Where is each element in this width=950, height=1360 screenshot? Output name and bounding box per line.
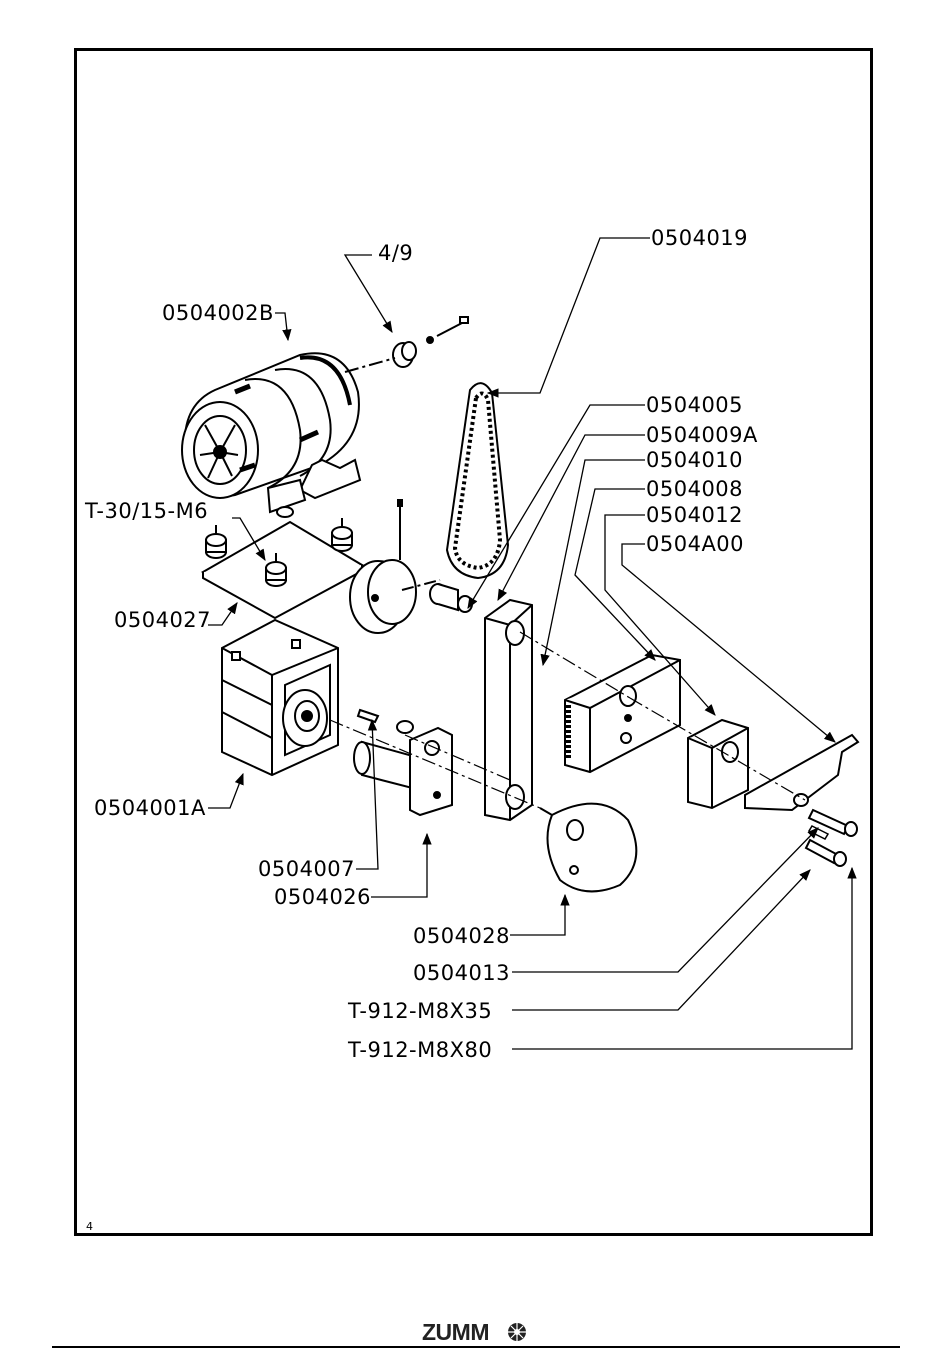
brand-logo: ZUMM: [420, 1318, 532, 1346]
label-0504008: 0504008: [646, 477, 743, 501]
label-T-30-15-M6: T-30/15-M6: [84, 499, 208, 523]
footer-divider: [52, 1346, 900, 1348]
label-0504009A: 0504009A: [646, 423, 758, 447]
mounting-plate-0504027: [203, 507, 362, 618]
label-0504007: 0504007: [258, 857, 355, 881]
pulley: [350, 500, 440, 633]
gearbox-0504001A: [222, 620, 338, 775]
label-0504028: 0504028: [413, 924, 510, 948]
shaft-0504005: [430, 584, 472, 612]
label-0504002B: 0504002B: [162, 301, 274, 325]
label-0504019: 0504019: [651, 226, 748, 250]
page-number: 4: [86, 1220, 93, 1233]
label-0504026: 0504026: [274, 885, 371, 909]
guide-0504008: [688, 720, 748, 808]
slider-0504010: [565, 655, 680, 772]
coupling-4-9: [345, 317, 468, 372]
belt-0504019: [447, 383, 508, 578]
label-0504012: 0504012: [646, 503, 743, 527]
label-4-9: 4/9: [378, 241, 413, 265]
label-0504010: 0504010: [646, 448, 743, 472]
screws-T-912: [806, 810, 857, 866]
drive-arm-0504026: [354, 710, 452, 815]
link-bar-0504009A: [485, 600, 532, 820]
label-T-912-M8X80: T-912-M8X80: [347, 1038, 492, 1062]
cup-0504028: [540, 804, 636, 892]
label-0504027: 0504027: [114, 608, 211, 632]
label-0504001A: 0504001A: [94, 796, 206, 820]
bracket-0504A00: [745, 735, 858, 810]
label-0504A00: 0504A00: [646, 532, 744, 556]
label-0504005: 0504005: [646, 393, 743, 417]
svg-text:ZUMM: ZUMM: [422, 1319, 489, 1345]
label-T-912-M8X35: T-912-M8X35: [347, 999, 492, 1023]
label-0504013: 0504013: [413, 961, 510, 985]
motor-0504002B: [182, 353, 360, 512]
